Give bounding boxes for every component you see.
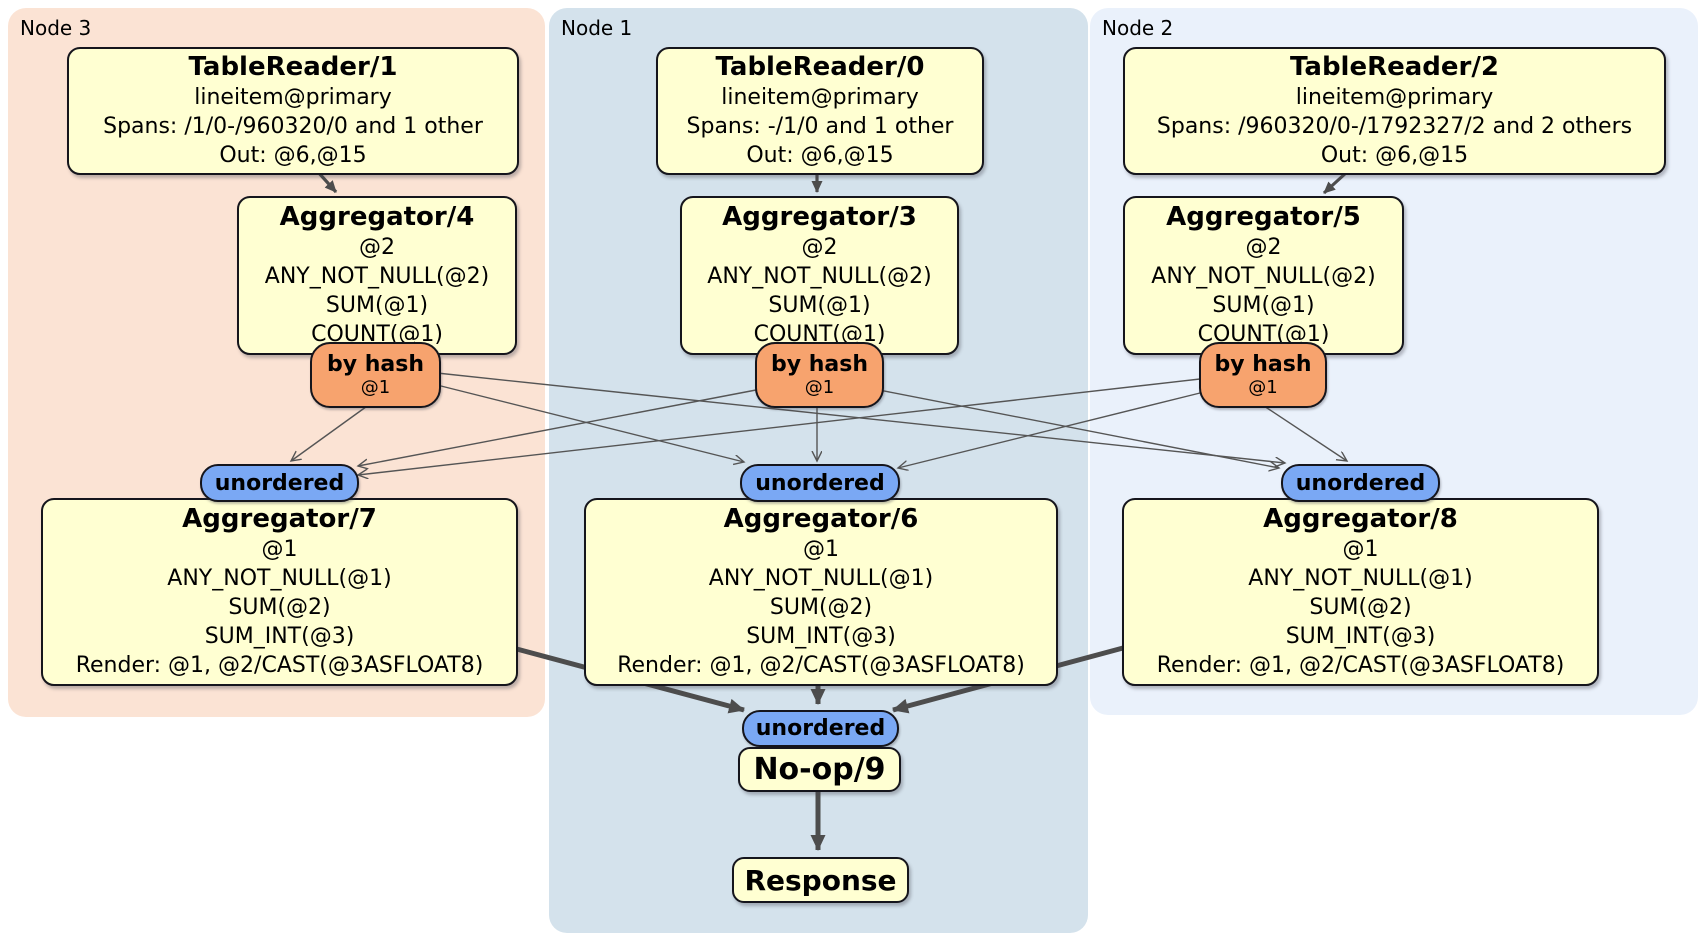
processor-title: Aggregator/7	[182, 504, 377, 534]
agg-line: SUM(@1)	[1212, 293, 1315, 318]
agg-line: SUM(@2)	[769, 595, 873, 620]
agg-line: SUM_INT(@3)	[1285, 624, 1436, 649]
node3-label: Node 3	[20, 16, 92, 40]
agg-line: SUM(@1)	[325, 293, 429, 318]
unordered-sync-node3: unordered	[200, 464, 359, 502]
router-key: @1	[360, 377, 391, 398]
agg-line: Render: @1, @2/CAST(@3ASFLOAT8)	[75, 653, 484, 678]
aggregator-3-box: Aggregator/3 @2 ANY_NOT_NULL(@2) SUM(@1)…	[680, 196, 959, 355]
agg-line: ANY_NOT_NULL(@1)	[1248, 566, 1473, 591]
unordered-sync-node1: unordered	[740, 464, 900, 502]
processor-title: Aggregator/3	[722, 202, 917, 232]
unordered-sync-node2: unordered	[1281, 464, 1440, 502]
router-key: @1	[804, 377, 835, 398]
sync-label: unordered	[1295, 470, 1426, 496]
aggregator-7-box: Aggregator/7 @1 ANY_NOT_NULL(@1) SUM(@2)…	[41, 498, 518, 686]
node1-label: Node 1	[561, 16, 633, 40]
out-line: Out: @6,@15	[746, 143, 894, 168]
aggregator-5-box: Aggregator/5 @2 ANY_NOT_NULL(@2) SUM(@1)…	[1123, 196, 1404, 355]
spans-line: Spans: /960320/0-/1792327/2 and 2 others	[1156, 114, 1633, 139]
hash-router-node1: by hash @1	[755, 342, 884, 408]
agg-line: @1	[261, 537, 298, 562]
processor-title: TableReader/0	[715, 52, 925, 82]
index-line: lineitem@primary	[194, 85, 392, 110]
tablereader-0-box: TableReader/0 lineitem@primary Spans: -/…	[656, 47, 984, 175]
router-key: @1	[1248, 377, 1278, 398]
hash-router-node2: by hash @1	[1199, 342, 1327, 408]
agg-line: ANY_NOT_NULL(@1)	[708, 566, 934, 591]
index-line: lineitem@primary	[721, 85, 919, 110]
agg-line: ANY_NOT_NULL(@2)	[264, 264, 490, 289]
spans-line: Spans: /1/0-/960320/0 and 1 other	[103, 114, 483, 139]
out-line: Out: @6,@15	[219, 143, 367, 168]
agg-line: Render: @1, @2/CAST(@3ASFLOAT8)	[1156, 653, 1565, 678]
agg-line: ANY_NOT_NULL(@2)	[1151, 264, 1376, 289]
unordered-sync-final: unordered	[742, 710, 899, 747]
processor-title: TableReader/2	[1290, 52, 1499, 82]
processor-title: No-op/9	[753, 752, 886, 787]
aggregator-4-box: Aggregator/4 @2 ANY_NOT_NULL(@2) SUM(@1)…	[237, 196, 517, 355]
sync-label: unordered	[755, 716, 886, 741]
agg-line: @2	[359, 235, 395, 260]
agg-line: SUM_INT(@3)	[746, 624, 896, 649]
processor-title: Aggregator/8	[1263, 504, 1458, 534]
agg-line: ANY_NOT_NULL(@1)	[167, 566, 392, 591]
aggregator-6-box: Aggregator/6 @1 ANY_NOT_NULL(@1) SUM(@2)…	[584, 498, 1058, 686]
router-label: by hash	[326, 352, 424, 377]
sync-label: unordered	[214, 470, 345, 496]
agg-line: SUM(@2)	[228, 595, 331, 620]
processor-title: Response	[744, 863, 897, 897]
spans-line: Spans: -/1/0 and 1 other	[686, 114, 954, 139]
agg-line: ANY_NOT_NULL(@2)	[707, 264, 932, 289]
out-line: Out: @6,@15	[1320, 143, 1469, 168]
response-box: Response	[732, 857, 909, 903]
aggregator-8-box: Aggregator/8 @1 ANY_NOT_NULL(@1) SUM(@2)…	[1122, 498, 1599, 686]
agg-line: Render: @1, @2/CAST(@3ASFLOAT8)	[617, 653, 1025, 678]
processor-title: Aggregator/4	[279, 202, 475, 232]
agg-line: SUM(@1)	[768, 293, 871, 318]
router-label: by hash	[770, 352, 868, 377]
agg-line: SUM_INT(@3)	[204, 624, 355, 649]
index-line: lineitem@primary	[1295, 85, 1494, 110]
agg-line: @1	[1342, 537, 1379, 562]
processor-title: TableReader/1	[188, 52, 398, 82]
hash-router-node3: by hash @1	[310, 342, 441, 408]
tablereader-2-box: TableReader/2 lineitem@primary Spans: /9…	[1123, 47, 1666, 175]
processor-title: Aggregator/6	[723, 504, 919, 534]
processor-title: Aggregator/5	[1166, 202, 1361, 232]
noop-9-box: No-op/9	[738, 747, 901, 792]
agg-line: @2	[1245, 235, 1282, 260]
node2-label: Node 2	[1102, 16, 1174, 40]
tablereader-1-box: TableReader/1 lineitem@primary Spans: /1…	[67, 47, 519, 175]
agg-line: @1	[803, 537, 839, 562]
router-label: by hash	[1214, 352, 1312, 377]
agg-line: SUM(@2)	[1309, 595, 1412, 620]
sync-label: unordered	[755, 470, 885, 496]
agg-line: @2	[801, 235, 838, 260]
